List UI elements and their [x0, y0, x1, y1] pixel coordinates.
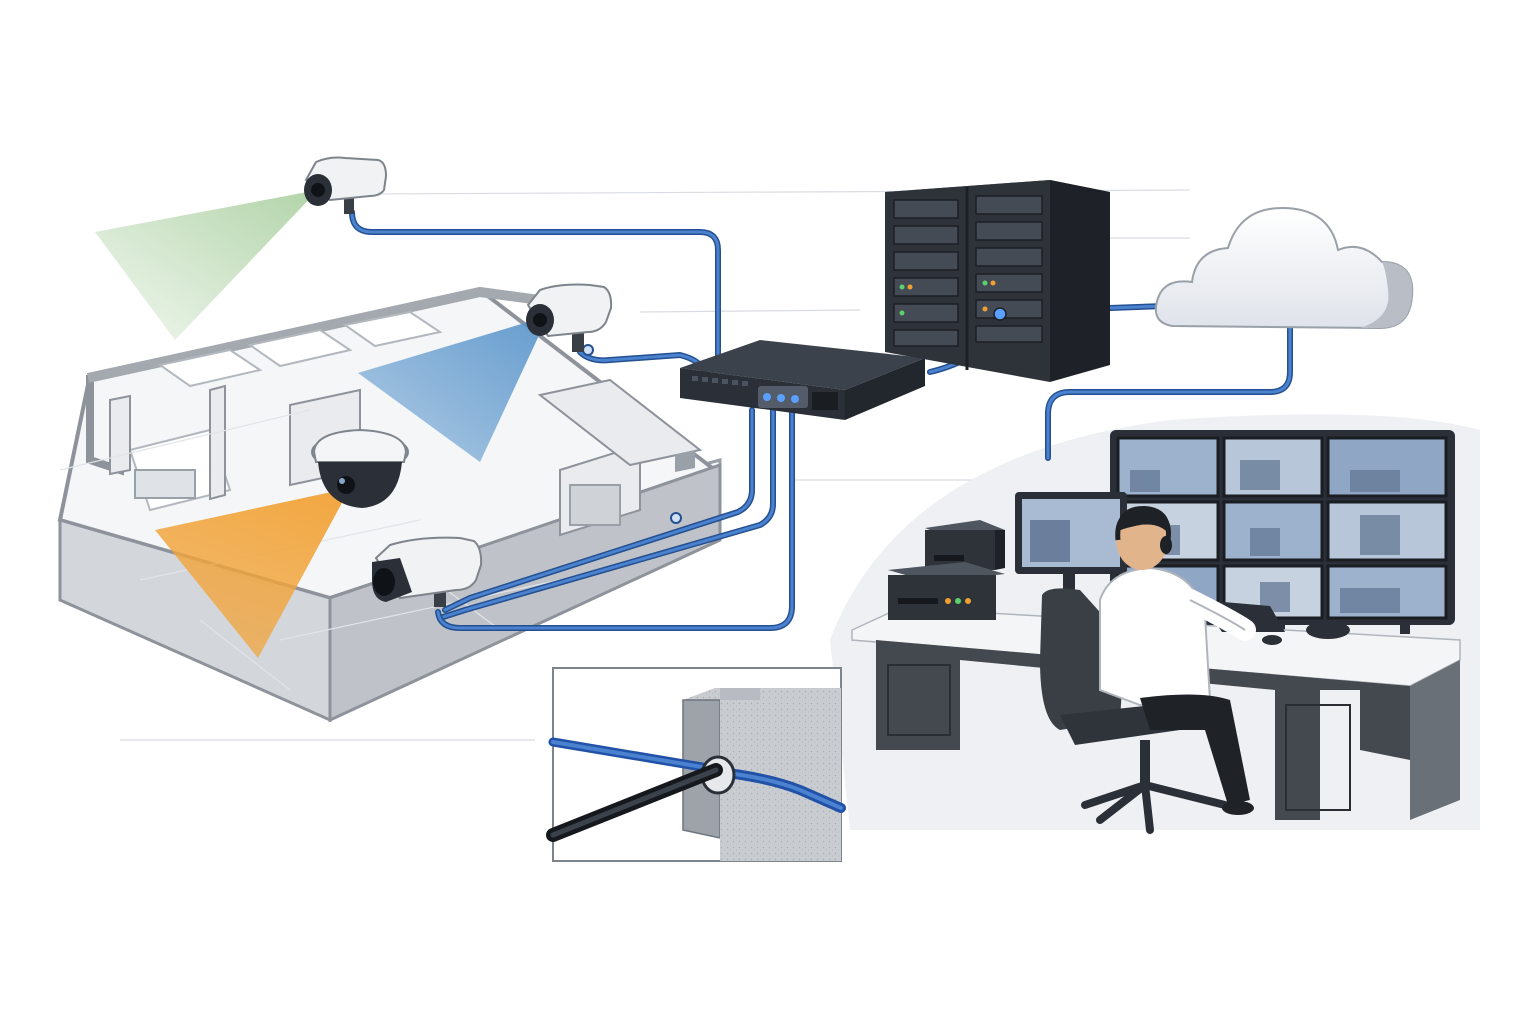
nvr-units: [888, 520, 1005, 620]
dome-camera: [311, 428, 409, 508]
building-floor-plan: [57, 286, 722, 723]
bullet-camera-top: [304, 156, 388, 214]
wall-penetration-detail: [546, 667, 846, 862]
fov-green: [95, 190, 318, 340]
fov-orange: [155, 488, 350, 658]
cloud-icon: [1154, 206, 1414, 330]
network-switch: [680, 340, 925, 420]
network-cables: [349, 209, 1293, 631]
server-rack: [885, 180, 1110, 382]
bullet-camera-low: [372, 536, 483, 607]
bullet-camera-right: [526, 283, 613, 352]
fov-blue: [358, 316, 548, 462]
monitoring-station: [851, 430, 1461, 834]
